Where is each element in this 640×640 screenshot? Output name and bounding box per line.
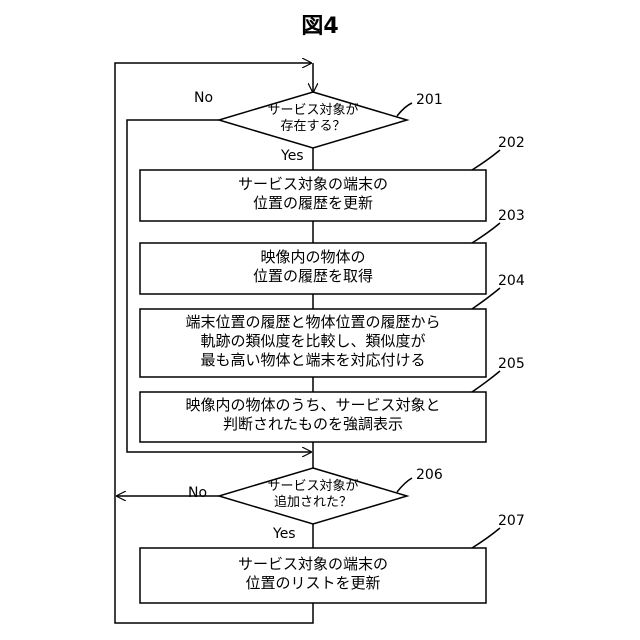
process-207-line-1: サービス対象の端末の [140, 555, 486, 574]
ref-205: 205 [498, 356, 525, 372]
decision-201-line-2: 存在する？ [219, 119, 407, 135]
decision-201-line-1: サービス対象が [219, 103, 407, 119]
ref-206: 206 [416, 467, 443, 483]
process-204: 端末位置の履歴と物体位置の履歴から 軌跡の類似度を比較し、類似度が 最も高い物体… [140, 313, 486, 369]
process-204-line-1: 端末位置の履歴と物体位置の履歴から [140, 313, 486, 332]
process-202-line-1: サービス対象の端末の [140, 175, 486, 194]
ref-204: 204 [498, 273, 525, 289]
ref-202: 202 [498, 135, 525, 151]
decision-206-line-2: 追加された？ [219, 495, 407, 511]
process-203-line-2: 位置の履歴を取得 [140, 267, 486, 286]
process-204-line-3: 最も高い物体と端末を対応付ける [140, 351, 486, 370]
no-label-201: No [194, 90, 213, 106]
process-204-line-2: 軌跡の類似度を比較し、類似度が [140, 332, 486, 351]
process-205-line-1: 映像内の物体のうち、サービス対象と [140, 396, 486, 415]
decision-206-line-1: サービス対象が [219, 479, 407, 495]
ref-leader-202 [472, 150, 500, 170]
ref-leader-203 [472, 223, 500, 243]
process-203: 映像内の物体の 位置の履歴を取得 [140, 248, 486, 286]
process-202: サービス対象の端末の 位置の履歴を更新 [140, 175, 486, 213]
ref-201: 201 [416, 92, 443, 108]
no-label-206: No [188, 485, 207, 501]
yes-label-201: Yes [281, 148, 304, 164]
process-205: 映像内の物体のうち、サービス対象と 判断されたものを強調表示 [140, 396, 486, 434]
decision-201: サービス対象が 存在する？ [219, 103, 407, 136]
ref-203: 203 [498, 208, 525, 224]
process-202-line-2: 位置の履歴を更新 [140, 194, 486, 213]
process-207-line-2: 位置のリストを更新 [140, 574, 486, 593]
process-203-line-1: 映像内の物体の [140, 248, 486, 267]
ref-207: 207 [498, 513, 525, 529]
yes-label-206: Yes [273, 526, 296, 542]
decision-206: サービス対象が 追加された？ [219, 479, 407, 512]
process-207: サービス対象の端末の 位置のリストを更新 [140, 555, 486, 593]
ref-leader-207 [472, 528, 500, 548]
process-205-line-2: 判断されたものを強調表示 [140, 415, 486, 434]
